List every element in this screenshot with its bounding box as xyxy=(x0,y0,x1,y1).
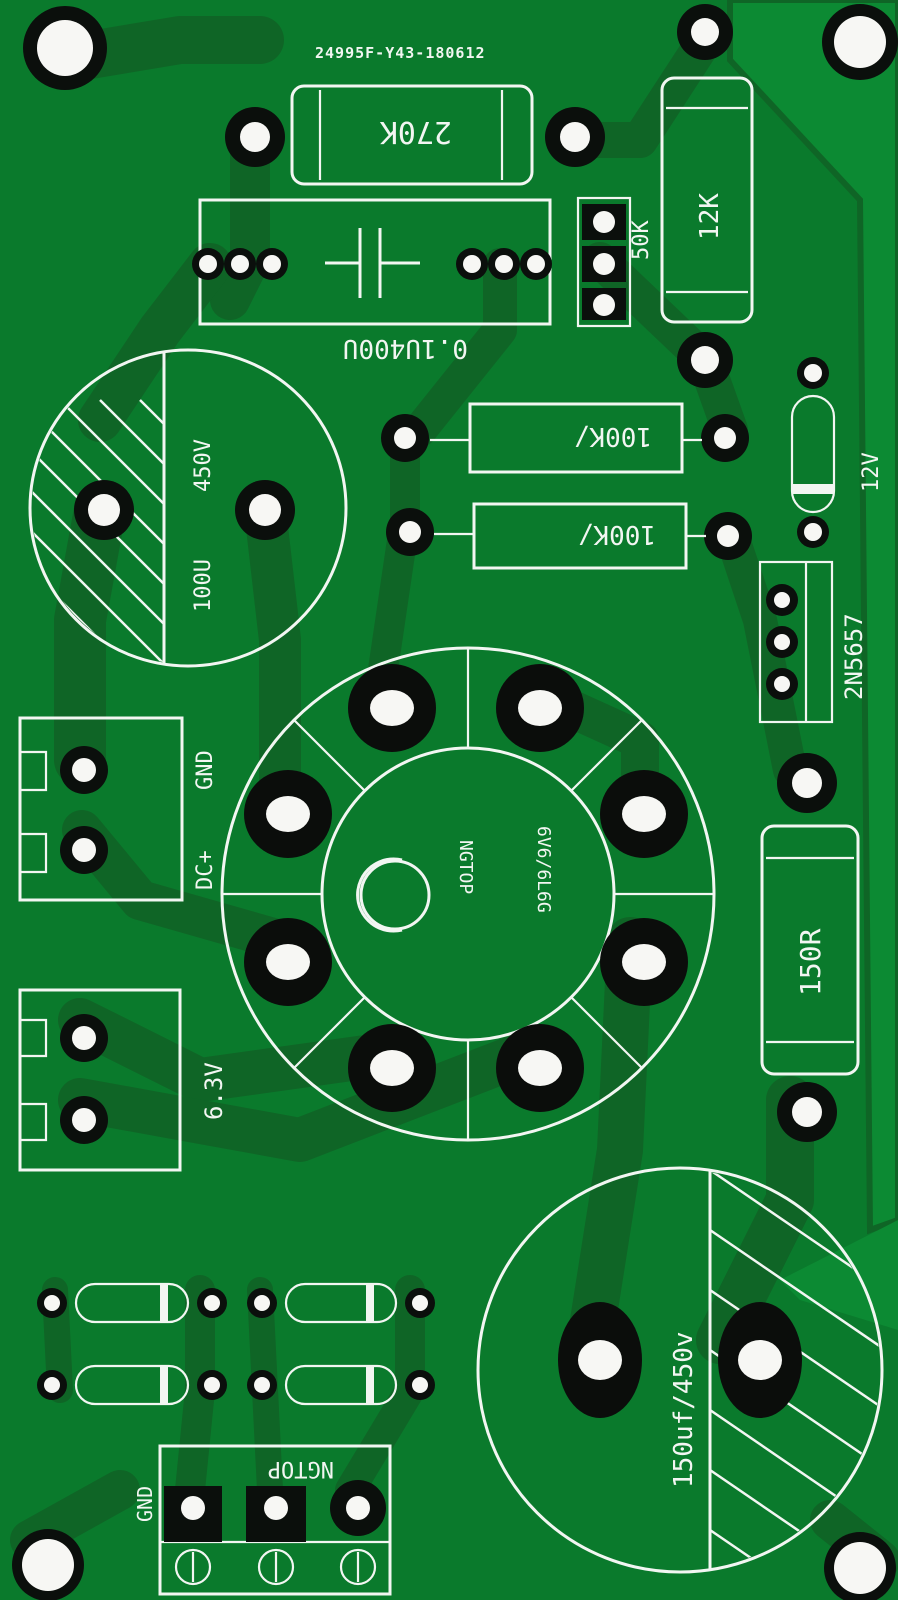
capacitor-film: 0.1U400U xyxy=(192,198,552,363)
capacitor-150uf: 150uf/450v xyxy=(476,1166,884,1574)
connector-dc-gnd: GND DC+ xyxy=(18,716,218,902)
terminal-gnd-label: GND xyxy=(133,1486,157,1522)
zener-12v: 12V xyxy=(790,357,884,548)
trimpot-50k: 50K xyxy=(576,196,654,328)
diode-bridge xyxy=(37,1282,435,1406)
connector-heater-label: 6.3V xyxy=(200,1062,228,1120)
resistor-150r: 150R xyxy=(760,753,860,1142)
trimpot-50k-label: 50K xyxy=(629,220,654,260)
transistor-2n5657: 2N5657 xyxy=(758,560,868,724)
capacitor-100u-label: 100U xyxy=(191,559,216,612)
ground-plane-fill xyxy=(780,1220,898,1330)
ground-plane-edge xyxy=(727,0,898,1235)
capacitor-450v-label: 450V xyxy=(191,439,216,492)
resistor-270k-label: 270K xyxy=(380,114,452,149)
tube-brand-label: NGTOP xyxy=(455,840,476,894)
resistor-270k: 270K xyxy=(225,84,605,186)
terminal-brand-label: NGTOP xyxy=(268,1456,334,1481)
resistor-12k-label: 12K xyxy=(695,193,725,240)
resistor-100k-bottom: 100K/ xyxy=(386,502,752,570)
transistor-2n5657-label: 2N5657 xyxy=(840,613,868,700)
capacitor-150uf-label: 150uf/450v xyxy=(669,1331,699,1488)
connector-gnd-label: GND xyxy=(193,750,218,790)
terminal-bottom: NGTOP GND xyxy=(133,1444,392,1596)
capacitor-film-label: 0.1U400U xyxy=(343,333,468,363)
resistor-100k-top: 100K/ xyxy=(381,402,749,474)
mounting-holes xyxy=(12,4,898,1600)
zener-12v-label: 12V xyxy=(859,452,884,492)
connector-heater: 6.3V xyxy=(18,988,228,1172)
resistor-100k-bottom-label: 100K/ xyxy=(578,519,656,549)
tube-socket: NGTOP 6V6/6L6G xyxy=(220,646,716,1142)
resistor-150r-label: 150R xyxy=(794,928,827,996)
resistor-12k: 12K xyxy=(660,4,754,388)
resistor-100k-top-label: 100K/ xyxy=(574,421,652,451)
board-code-label: 24995F-Y43-180612 xyxy=(315,44,486,62)
tube-type-label: 6V6/6L6G xyxy=(533,826,554,913)
connector-dc-label: DC+ xyxy=(193,850,218,890)
